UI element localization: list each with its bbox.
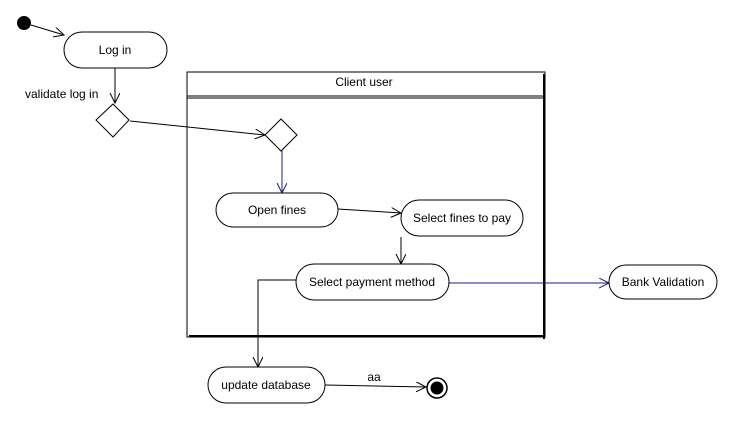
edge-update-to-final[interactable] [324,385,426,387]
action-select-fines-label: Select fines to pay [413,211,511,225]
edge-label-aa: aa [367,370,381,384]
action-select-fines[interactable]: Select fines to pay [400,199,524,237]
edge-decision-to-merge[interactable] [129,120,265,135]
edges [30,24,609,387]
edge-start-to-login[interactable] [30,24,64,35]
action-select-payment[interactable]: Select payment method [295,263,450,301]
partition-client-user[interactable]: Client user [186,71,546,339]
decision-node[interactable] [95,103,130,138]
action-select-payment-label: Select payment method [309,275,435,289]
action-open-fines[interactable]: Open fines [215,192,339,228]
edge-payment-to-update[interactable] [258,279,296,367]
final-node[interactable] [426,377,448,399]
edge-label-validate-login: validate log in [25,87,98,101]
action-login[interactable]: Log in [63,31,168,69]
merge-node[interactable] [264,118,298,152]
edge-open-to-select-fines[interactable] [337,209,401,213]
action-bank-validation-label: Bank Validation [622,275,705,289]
action-open-fines-label: Open fines [248,203,306,217]
partition-label: Client user [335,75,392,89]
action-update-database-label: update database [221,378,311,392]
action-update-database[interactable]: update database [207,366,326,404]
action-login-label: Log in [99,43,132,57]
action-bank-validation[interactable]: Bank Validation [608,264,718,300]
initial-node[interactable] [17,16,31,30]
